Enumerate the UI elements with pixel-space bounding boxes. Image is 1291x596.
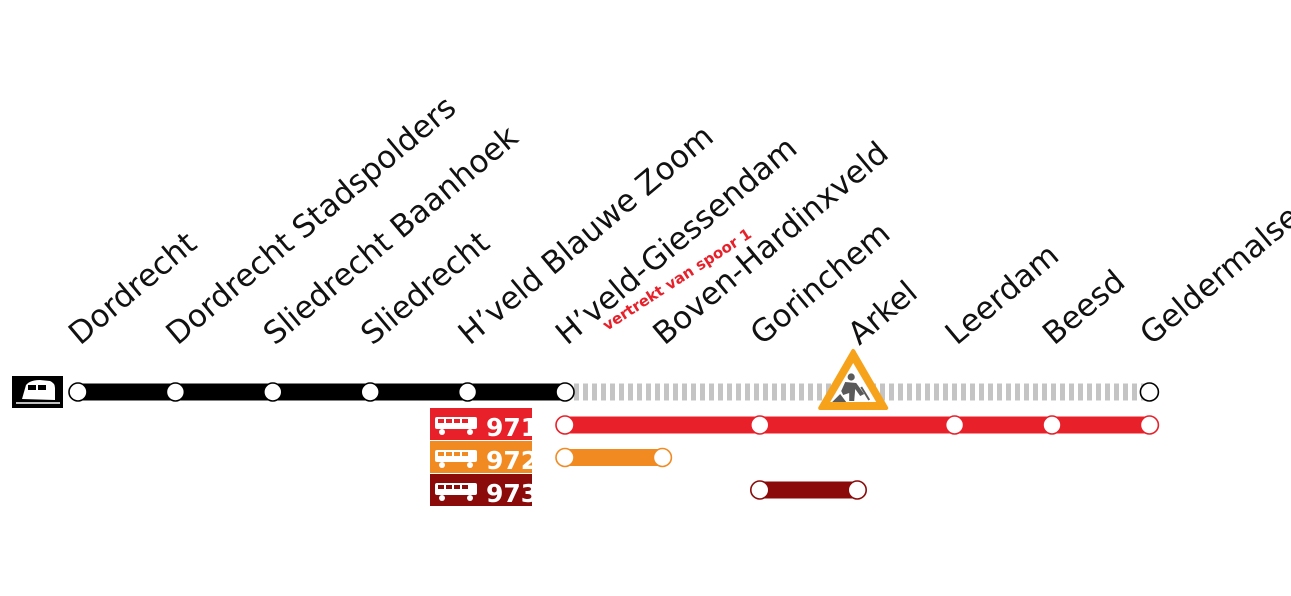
station-label: Geldermalsen <box>1133 186 1291 352</box>
bus-stop <box>555 415 575 435</box>
bus-number: 972 <box>486 446 538 475</box>
bus-stop <box>749 415 770 435</box>
train-line <box>68 382 1160 402</box>
bus-badge-973: 973 <box>430 474 538 508</box>
bus-icon <box>435 483 477 501</box>
bus-number: 971 <box>486 413 538 442</box>
bus-badges: 971 972 973 <box>430 408 538 508</box>
bus-badge-972: 972 <box>430 441 538 475</box>
bus-stop <box>749 480 770 500</box>
bus-stop <box>944 415 965 435</box>
bus-badge-971: 971 <box>430 408 538 442</box>
road-works-icon <box>818 349 889 410</box>
station-label: Arkel <box>841 274 924 352</box>
station-stop <box>555 382 575 402</box>
bus-stop <box>555 447 575 468</box>
station-stop <box>360 382 381 402</box>
station-stop <box>68 382 88 402</box>
bus-icon <box>435 417 477 435</box>
station-stop <box>165 382 186 402</box>
bus-stop <box>1042 415 1062 435</box>
station-stop <box>1139 382 1160 402</box>
bus-stop <box>1139 415 1160 435</box>
bus-stop <box>652 447 673 468</box>
bus-number: 973 <box>486 479 538 508</box>
bus-lines <box>555 415 1160 500</box>
train-icon <box>12 376 63 408</box>
bus-stop <box>847 480 868 500</box>
station-stop <box>262 382 283 402</box>
bus-icon <box>435 450 477 468</box>
station-stop <box>457 382 478 402</box>
